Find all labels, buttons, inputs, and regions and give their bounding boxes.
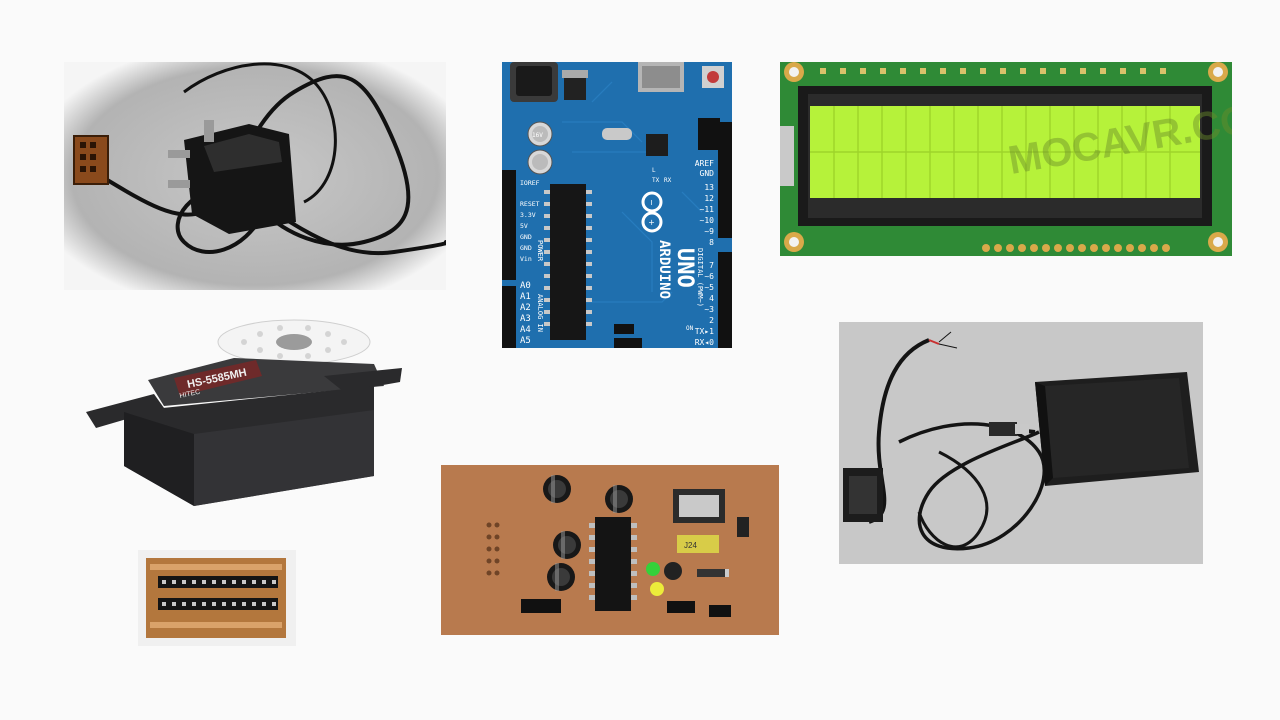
digital-pin-label: ~6: [704, 272, 714, 281]
power-pin-label: 5V: [520, 222, 528, 230]
analog-pin-label: A0: [520, 281, 531, 291]
aref-pin-label: AREF: [695, 159, 714, 168]
power-pin-label: GND: [520, 233, 532, 241]
custom-pcb-photo: J24: [441, 465, 779, 635]
analog-pin-label: A5: [520, 336, 531, 346]
led-label: L: [652, 167, 656, 174]
svg-text:+: +: [647, 219, 656, 226]
digital-pin-label: ~9: [704, 227, 714, 236]
digital-pin-label: 8: [709, 238, 714, 247]
digital-pin-label: 13: [704, 183, 714, 192]
board-model: UNO: [672, 248, 697, 288]
rfid-reader-photo: [839, 322, 1203, 564]
power-pin-label: 3.3V: [520, 211, 536, 219]
digital-pin-label: 7: [709, 261, 714, 270]
digital-pin-label: ~5: [704, 283, 714, 292]
digital-pin-label: ~3: [704, 305, 714, 314]
led-label: TX: [652, 177, 660, 184]
analog-header-label: ANALOG IN: [536, 294, 544, 332]
power-adapter-photo: [64, 62, 446, 290]
svg-text:−: −: [647, 199, 656, 206]
digital-header-label: DIGITAL (PWM~): [696, 248, 704, 307]
analog-pin-label: A3: [520, 314, 531, 324]
board-brand: ARDUINO: [656, 240, 672, 299]
digital-pin-label: 12: [704, 194, 714, 203]
servo-brand: HITEC: [179, 389, 201, 400]
gnd-pin-label: GND: [700, 169, 715, 178]
digital-pin-label: 2: [709, 316, 714, 325]
analog-pin-label: A2: [520, 303, 531, 313]
digital-pin-label: 4: [709, 294, 714, 303]
servo-motor-photo: HS-5585MH HITEC: [84, 316, 404, 508]
capacitor-label: J24: [684, 541, 697, 550]
power-pin-label: IOREF: [520, 179, 540, 187]
led-label: ON: [686, 325, 694, 332]
digital-pin-label: ~10: [700, 216, 715, 225]
cap-label: 16V: [532, 132, 543, 139]
power-header-label: POWER: [536, 240, 544, 262]
pin-header-photo: [138, 550, 296, 646]
power-pin-label: RESET: [520, 200, 540, 208]
arduino-uno-photo: 16V: [502, 62, 732, 348]
power-pin-label: GND: [520, 244, 532, 252]
analog-pin-label: A1: [520, 292, 531, 302]
lcd-display-photo: MOCAVR.COM: [780, 62, 1232, 256]
digital-pin-label: RX◂0: [695, 338, 714, 347]
digital-pin-label: ~11: [700, 205, 715, 214]
analog-pin-label: A4: [520, 325, 531, 335]
power-pin-label: Vin: [520, 255, 532, 263]
digital-pin-label: TX▸1: [695, 327, 714, 336]
led-label: RX: [664, 177, 672, 184]
